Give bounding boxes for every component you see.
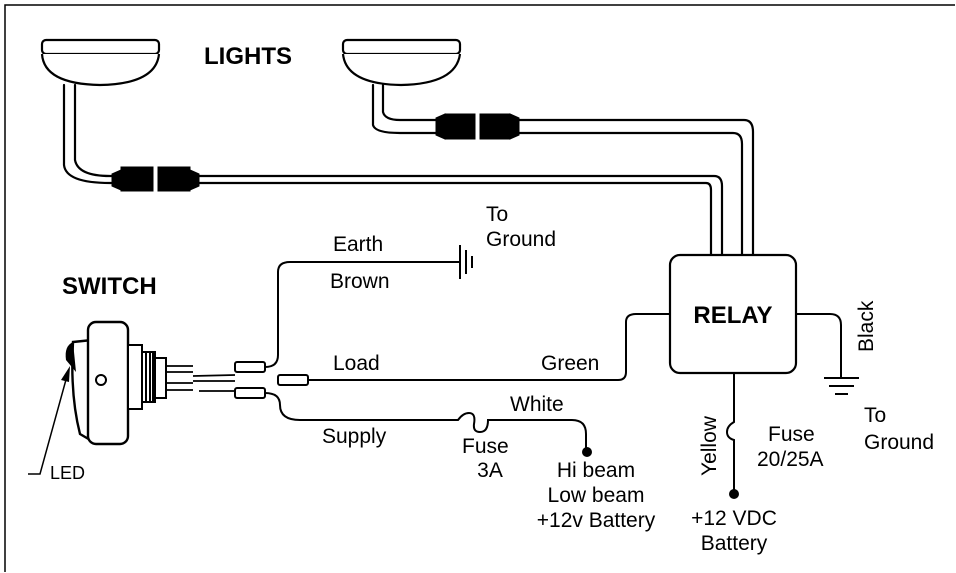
left-light xyxy=(40,38,161,87)
switch-connectors xyxy=(234,361,309,399)
relay-label: RELAY xyxy=(693,302,772,329)
relay-fuse-label-line1: Fuse xyxy=(768,423,815,446)
green-label: Green xyxy=(541,352,599,375)
yellow-label: Yellow xyxy=(698,415,721,476)
hi-beam-label: Hi beam xyxy=(557,459,635,482)
switch-pins xyxy=(166,365,236,392)
earth-label: Earth xyxy=(333,233,383,256)
load-wire xyxy=(308,313,670,381)
black-label: Black xyxy=(855,300,878,352)
lights-title: LIGHTS xyxy=(204,43,292,70)
low-beam-label: Low beam xyxy=(548,484,645,507)
relay-supply-terminal xyxy=(729,489,739,499)
top-ground-label-line1: To xyxy=(486,203,508,226)
right-light-cable xyxy=(371,83,755,257)
earth-wire xyxy=(264,261,460,368)
switch-thread xyxy=(142,351,156,403)
switch-title: SWITCH xyxy=(62,273,157,300)
load-label: Load xyxy=(333,352,380,375)
right-light-connector xyxy=(435,113,520,140)
small-fuse-label-line2: 3A xyxy=(477,459,503,482)
led-label: LED xyxy=(50,463,85,483)
left-light-cable xyxy=(62,83,724,257)
supply-label: Supply xyxy=(322,425,387,448)
led-pointer xyxy=(28,366,70,475)
white-label: White xyxy=(510,393,564,416)
vdc-label-line1: +12 VDC xyxy=(691,507,777,530)
relay-fuse-label-line2: 20/25A xyxy=(757,448,824,471)
diagram-frame xyxy=(4,4,955,572)
left-light-connector xyxy=(111,166,200,192)
right-ground-symbol xyxy=(824,377,859,395)
right-ground-label-line1: To xyxy=(864,404,886,427)
top-ground-symbol xyxy=(459,245,473,279)
right-ground-label-line2: Ground xyxy=(864,431,934,454)
vdc-label-line2: Battery xyxy=(701,532,768,555)
brown-label: Brown xyxy=(330,270,390,293)
supply-wire xyxy=(264,392,587,452)
battery-12v-label: +12v Battery xyxy=(537,509,656,532)
right-light xyxy=(341,38,462,87)
relay-supply-wire xyxy=(725,373,735,494)
rocker-switch xyxy=(65,320,236,446)
relay-ground-wire xyxy=(796,313,842,378)
small-fuse-label-line1: Fuse xyxy=(462,435,509,458)
supply-terminal xyxy=(582,447,592,457)
top-ground-label-line2: Ground xyxy=(486,228,556,251)
